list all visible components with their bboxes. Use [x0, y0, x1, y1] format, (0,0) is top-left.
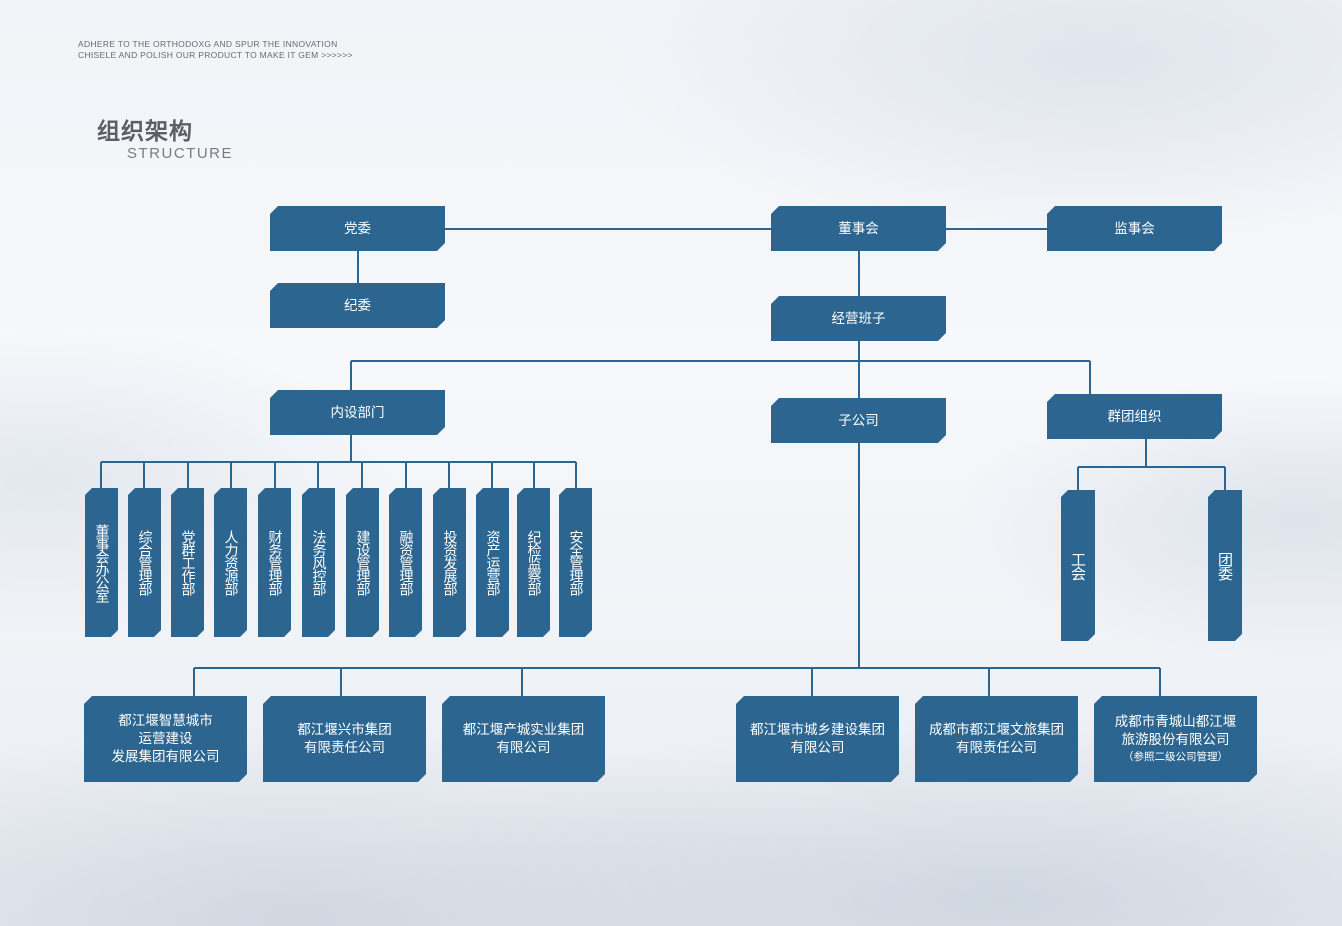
slogan: ADHERE TO THE ORTHODOXG AND SPUR THE INN…: [78, 39, 353, 61]
dept-label: 投资发展部: [441, 530, 458, 595]
subsidiary-line: 都江堰兴市集团: [297, 722, 392, 738]
dept-label: 董事会办公室: [93, 523, 110, 602]
subsidiary-line: 有限责任公司: [304, 740, 385, 756]
subsidiary-chancheng-group: 都江堰产城实业集团 有限公司: [442, 696, 605, 782]
dept-label: 法务风控部: [310, 530, 327, 595]
subsidiary-line: 运营建设: [138, 731, 193, 747]
node-party-committee-label: 党委: [344, 220, 371, 237]
subsidiary-qingchengshan-tourism: 成都市青城山都江堰 旅游股份有限公司 （参照二级公司管理）: [1094, 696, 1257, 782]
dept-label: 安全管理部: [567, 530, 584, 595]
mass-org-label: 团委: [1216, 551, 1234, 580]
node-board: 董事会: [771, 206, 946, 251]
subsidiary-smart-city: 都江堰智慧城市 运营建设 发展集团有限公司: [84, 696, 247, 782]
dept-financing: 融资管理部: [389, 488, 422, 637]
node-internal-departments-label: 内设部门: [330, 404, 385, 421]
dept-safety: 安全管理部: [559, 488, 592, 637]
dept-investment: 投资发展部: [433, 488, 466, 637]
dept-label: 财务管理部: [266, 530, 283, 595]
dept-label: 党群工作部: [179, 530, 196, 595]
subsidiary-line: 有限公司: [790, 740, 845, 756]
node-subsidiaries: 子公司: [771, 398, 946, 443]
node-subsidiaries-label: 子公司: [838, 412, 879, 429]
subsidiary-line: 有限公司: [496, 740, 551, 756]
dept-label: 建设管理部: [354, 530, 371, 595]
subsidiary-urban-rural-construction: 都江堰市城乡建设集团 有限公司: [736, 696, 899, 782]
subsidiary-line: 都江堰市城乡建设集团: [750, 722, 885, 738]
dept-label: 人力资源部: [222, 530, 239, 595]
dept-human-resources: 人力资源部: [214, 488, 247, 637]
node-management-team-label: 经营班子: [831, 310, 886, 327]
page-title: 组织架构: [97, 119, 193, 145]
subsidiary-culture-tourism-group: 成都市都江堰文旅集团 有限责任公司: [915, 696, 1078, 782]
dept-legal-risk: 法务风控部: [302, 488, 335, 637]
node-party-committee: 党委: [270, 206, 445, 251]
dept-asset-operation: 资产运营部: [476, 488, 509, 637]
mass-org-labor-union: 工会: [1061, 490, 1095, 641]
subsidiary-line: 有限责任公司: [956, 740, 1037, 756]
dept-label: 资产运营部: [484, 530, 501, 595]
dept-board-office: 董事会办公室: [85, 488, 118, 637]
subsidiary-note: （参照二级公司管理）: [1123, 751, 1228, 763]
node-discipline-committee: 纪委: [270, 283, 445, 328]
dept-label: 纪检监察部: [525, 530, 542, 595]
node-discipline-committee-label: 纪委: [344, 297, 371, 314]
page-subtitle: STRUCTURE: [127, 145, 233, 162]
dept-party-affairs: 党群工作部: [171, 488, 204, 637]
subsidiary-line: 都江堰产城实业集团: [462, 722, 585, 738]
subsidiary-line: 成都市都江堰文旅集团: [929, 722, 1064, 738]
slogan-line-2: CHISELE AND POLISH OUR PRODUCT TO MAKE I…: [78, 50, 353, 60]
node-internal-departments: 内设部门: [270, 390, 445, 435]
node-mass-organizations: 群团组织: [1047, 394, 1222, 439]
dept-label: 融资管理部: [397, 530, 414, 595]
mass-org-label: 工会: [1069, 551, 1087, 580]
dept-discipline-inspection: 纪检监察部: [517, 488, 550, 637]
node-board-label: 董事会: [838, 220, 879, 237]
node-management-team: 经营班子: [771, 296, 946, 341]
subsidiary-xingshi-group: 都江堰兴市集团 有限责任公司: [263, 696, 426, 782]
dept-construction: 建设管理部: [346, 488, 379, 637]
node-supervisory-board-label: 监事会: [1114, 220, 1155, 237]
slogan-line-1: ADHERE TO THE ORTHODOXG AND SPUR THE INN…: [78, 39, 338, 49]
dept-general-management: 综合管理部: [128, 488, 161, 637]
subsidiary-line: 成都市青城山都江堰: [1114, 714, 1237, 730]
dept-label: 综合管理部: [136, 530, 153, 595]
mass-org-youth-league: 团委: [1208, 490, 1242, 641]
node-supervisory-board: 监事会: [1047, 206, 1222, 251]
subsidiary-line: 旅游股份有限公司: [1121, 732, 1230, 748]
dept-finance: 财务管理部: [258, 488, 291, 637]
subsidiary-line: 都江堰智慧城市: [118, 713, 213, 729]
subsidiary-line: 发展集团有限公司: [111, 749, 220, 765]
node-mass-organizations-label: 群团组织: [1107, 408, 1162, 425]
